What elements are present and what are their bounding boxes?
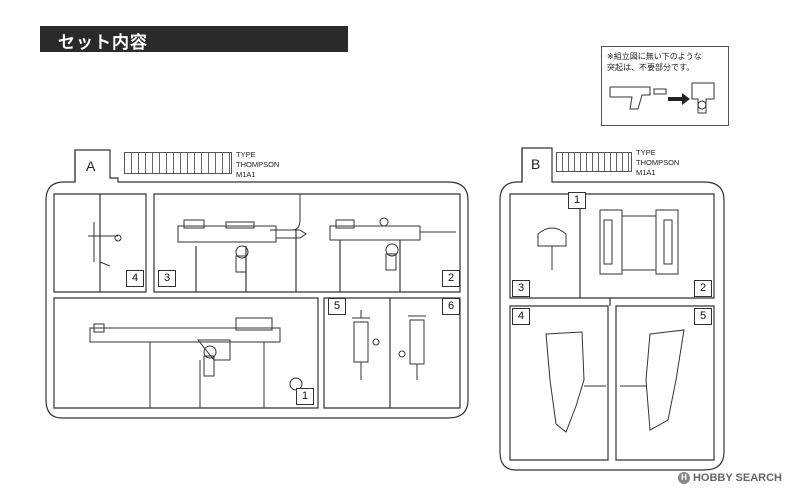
watermark-logo-icon: H bbox=[677, 472, 690, 484]
frame-a-cell-4 bbox=[53, 193, 147, 293]
note-illustration bbox=[609, 82, 715, 114]
frame-b-cell-4 bbox=[509, 305, 609, 461]
frame-b-type-line: TYPE bbox=[636, 148, 656, 157]
frame-b-cell-5 bbox=[615, 305, 715, 461]
note-protrusion bbox=[653, 88, 667, 95]
frame-a-type-line: THOMPSON bbox=[236, 160, 280, 169]
note-line-2: 突起は、不要部分です。 bbox=[607, 63, 695, 72]
note-result-part bbox=[691, 82, 715, 114]
frame-b-stock-left bbox=[545, 331, 606, 433]
frame-a-cell-1 bbox=[53, 297, 319, 409]
frame-b-stock-right bbox=[620, 329, 685, 431]
part-number-a5: 5 bbox=[328, 298, 346, 315]
section-title: セット内容 bbox=[58, 33, 148, 53]
note-line-1: ※組立図に無い下のような bbox=[607, 52, 702, 61]
frame-a-type-line: TYPE bbox=[236, 150, 256, 159]
frame-a-type-line: M1A1 bbox=[236, 170, 256, 179]
part-number-b5: 5 bbox=[694, 308, 712, 325]
frame-b-type: TYPE THOMPSON M1A1 bbox=[636, 148, 679, 178]
frame-a-handle bbox=[88, 222, 122, 267]
frame-b-grip-pieces bbox=[537, 209, 679, 275]
part-number-a6: 6 bbox=[442, 298, 460, 315]
arrow-right-icon bbox=[668, 93, 690, 105]
frame-a-type: TYPE THOMPSON M1A1 bbox=[236, 150, 279, 180]
note-box: ※組立図に無い下のような 突起は、不要部分です。 bbox=[601, 46, 729, 126]
frame-a-outline bbox=[45, 149, 469, 419]
part-number-a2: 2 bbox=[442, 270, 460, 287]
part-number-b2: 2 bbox=[694, 280, 712, 297]
frame-a-thompson-full bbox=[89, 317, 303, 408]
frame-a-cell-3-2 bbox=[153, 193, 461, 293]
frame-a-small-parts bbox=[352, 310, 426, 380]
frame-a-thompson-receiver bbox=[329, 217, 456, 271]
part-number-a4: 4 bbox=[126, 270, 144, 287]
frame-b-logo bbox=[556, 152, 632, 172]
note-grip-part bbox=[609, 86, 651, 110]
part-number-b4: 4 bbox=[512, 308, 530, 325]
part-number-b1: 1 bbox=[568, 192, 586, 209]
frame-a-label: A bbox=[86, 158, 96, 174]
frame-a-cell-5-6 bbox=[323, 297, 461, 409]
frame-b-cell-top bbox=[509, 193, 715, 299]
frame-a-thompson-upper bbox=[177, 194, 307, 273]
part-number-a1: 1 bbox=[296, 388, 314, 405]
frame-a-logo bbox=[124, 152, 232, 174]
frame-b-type-line: M1A1 bbox=[636, 168, 656, 177]
watermark-text: HOBBY SEARCH bbox=[692, 471, 782, 484]
section-header: セット内容 bbox=[40, 26, 348, 53]
part-number-a3: 3 bbox=[158, 270, 176, 287]
part-number-b3: 3 bbox=[512, 280, 530, 297]
frame-b-type-line: THOMPSON bbox=[636, 158, 680, 167]
frame-b-label: B bbox=[531, 156, 541, 172]
frame-b-outline bbox=[499, 147, 725, 471]
